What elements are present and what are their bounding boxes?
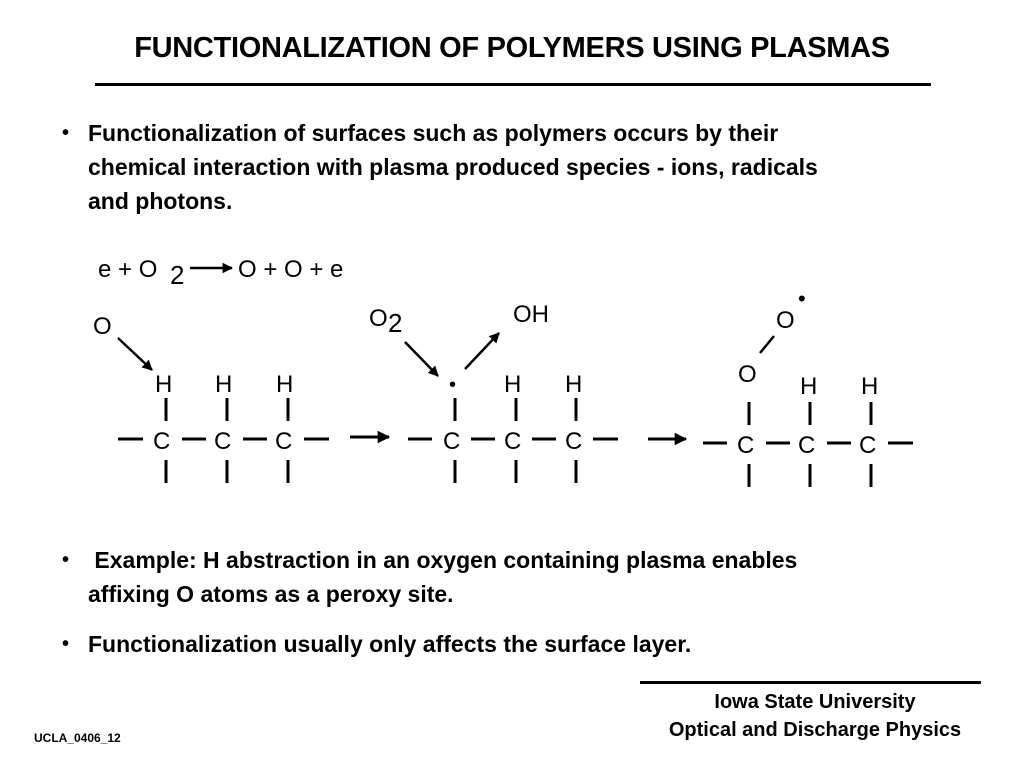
structure-step3: O • O H H C C C bbox=[703, 286, 913, 487]
bullet-line: affixing O atoms as a peroxy site. bbox=[88, 581, 454, 607]
bullet-text: Functionalization of surfaces such as po… bbox=[88, 116, 1008, 218]
structure-step1: O H H H C C C bbox=[93, 313, 329, 483]
carbon-atom: C bbox=[275, 428, 292, 455]
bullet-line: Functionalization of surfaces such as po… bbox=[88, 120, 779, 146]
carbon-atom: C bbox=[214, 428, 231, 455]
attacking-oxygen: O bbox=[93, 313, 112, 340]
peroxy-oxygen-top: O bbox=[776, 307, 795, 334]
hydrogen-atom: H bbox=[565, 371, 582, 398]
reaction-subscript: 2 bbox=[170, 260, 184, 290]
bullet-text: Example: H abstraction in an oxygen cont… bbox=[88, 543, 1008, 611]
radical-dot: • bbox=[798, 286, 806, 311]
footer-institution: Iowa State University bbox=[714, 691, 916, 713]
hydrogen-atom: H bbox=[215, 371, 232, 398]
reaction-lhs: e + O bbox=[98, 256, 157, 283]
slide-title: FUNCTIONALIZATION OF POLYMERS USING PLAS… bbox=[134, 32, 890, 64]
carbon-atom: C bbox=[153, 428, 170, 455]
carbon-atom: C bbox=[565, 428, 582, 455]
radical-dot: • bbox=[449, 374, 456, 396]
oxygen-arrow bbox=[404, 341, 439, 377]
bullet-marker: • bbox=[62, 122, 70, 144]
hydroxyl-arrow bbox=[464, 332, 500, 370]
hydroxyl-product: OH bbox=[513, 301, 549, 328]
carbon-atom: C bbox=[737, 432, 754, 459]
peroxy-oxygen-bottom: O bbox=[738, 361, 757, 388]
reaction-rhs: O + O + e bbox=[238, 256, 343, 283]
bullet-line: Example: H abstraction in an oxygen cont… bbox=[88, 547, 798, 573]
hydrogen-atom: H bbox=[504, 371, 521, 398]
structure-step2: O 2 OH • H H C C C bbox=[369, 301, 618, 483]
attack-arrow bbox=[117, 337, 153, 371]
carbon-atom: C bbox=[504, 428, 521, 455]
bullet-line: and photons. bbox=[88, 188, 233, 214]
bullet-line: chemical interaction with plasma produce… bbox=[88, 154, 818, 180]
incoming-oxygen: O bbox=[369, 305, 388, 332]
title-underline bbox=[95, 83, 931, 86]
bullet-text: Functionalization usually only affects t… bbox=[88, 627, 1008, 661]
bond bbox=[759, 335, 775, 354]
incoming-oxygen-subscript: 2 bbox=[388, 308, 402, 338]
hydrogen-atom: H bbox=[276, 371, 293, 398]
carbon-atom: C bbox=[859, 432, 876, 459]
footer-rule bbox=[640, 681, 981, 684]
hydrogen-atom: H bbox=[861, 373, 878, 400]
bullet-marker: • bbox=[62, 633, 70, 655]
carbon-atom: C bbox=[798, 432, 815, 459]
carbon-atom: C bbox=[443, 428, 460, 455]
bullet-marker: • bbox=[62, 549, 70, 571]
bullet-line: Functionalization usually only affects t… bbox=[88, 631, 692, 657]
hydrogen-atom: H bbox=[800, 373, 817, 400]
slide-id: UCLA_0406_12 bbox=[34, 731, 121, 745]
hydrogen-atom: H bbox=[155, 371, 172, 398]
footer-group: Optical and Discharge Physics bbox=[668, 719, 962, 741]
